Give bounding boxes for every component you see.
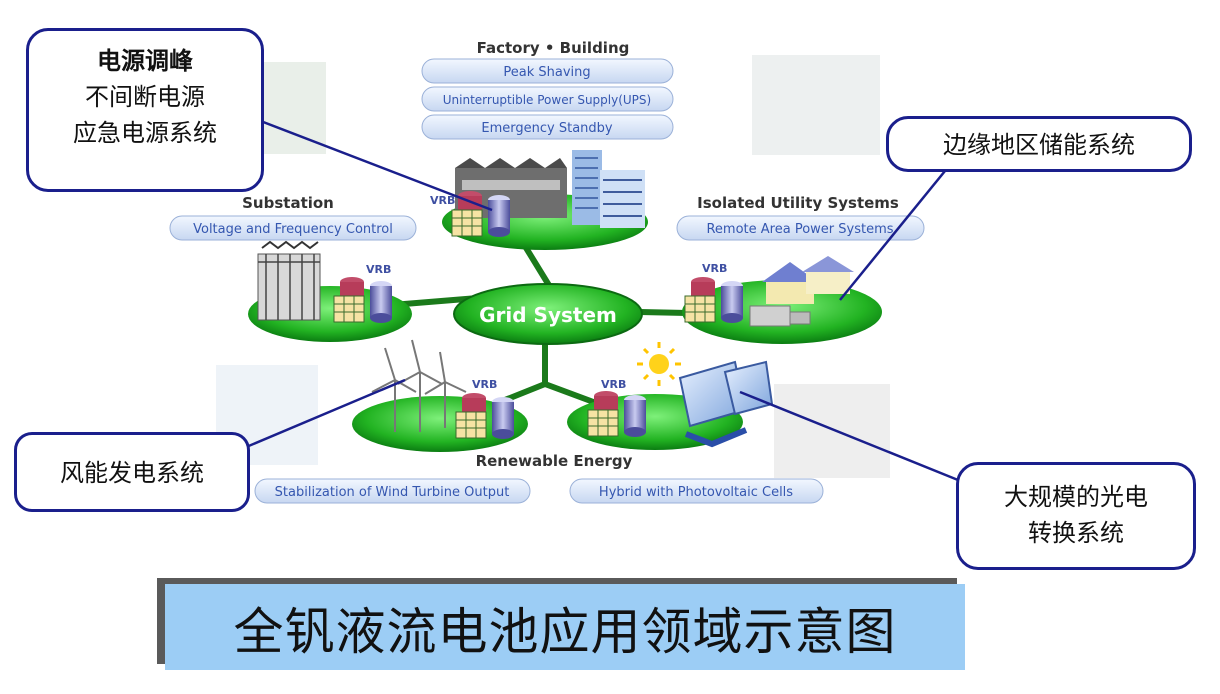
vrb-battery-icon-substation	[333, 276, 393, 324]
page-title: 全钒液流电池应用领域示意图	[233, 603, 897, 661]
grid-system-label: Grid System	[479, 303, 617, 327]
callout-top-left-line-3: 应急电源系统	[73, 119, 217, 147]
callout-top-left: 电源调峰 不间断电源 应急电源系统	[26, 28, 264, 192]
vrb-label-substation: VRB	[366, 263, 391, 276]
substation-transformer-icon	[257, 240, 321, 321]
background-photo-pv	[774, 384, 890, 478]
factory-items: Peak Shaving Uninterruptible Power Suppl…	[421, 58, 674, 140]
vrb-label-pv: VRB	[601, 378, 626, 391]
callout-pointers	[231, 118, 959, 482]
grid-system-node	[453, 283, 643, 345]
callout-top-right: 边缘地区储能系统	[886, 116, 1192, 172]
pv-item: Hybrid with Photovoltaic Cells	[599, 485, 793, 500]
isolated-heading: Isolated Utility Systems	[697, 194, 899, 212]
callout-top-left-line-1: 电源调峰	[97, 46, 193, 75]
vrb-battery-icon-isolated	[684, 276, 744, 324]
wind-item: Stabilization of Wind Turbine Output	[275, 485, 510, 500]
callout-bottom-left: 风能发电系统	[14, 432, 250, 512]
callout-top-right-text: 边缘地区储能系统	[943, 131, 1135, 159]
houses-icon	[749, 256, 854, 327]
factory-heading: Factory • Building	[477, 39, 630, 57]
pill-peak-shaving: Peak Shaving	[503, 65, 590, 80]
vrb-label-wind: VRB	[472, 378, 497, 391]
title-banner: 全钒液流电池应用领域示意图	[165, 584, 965, 670]
pv-pill	[569, 478, 824, 504]
pill-emergency-standby: Emergency Standby	[481, 121, 613, 136]
wind-pill	[254, 478, 531, 504]
callout-bottom-right: 大规模的光电 转换系统	[956, 462, 1196, 570]
factory-building-icon	[455, 150, 645, 228]
isolated-pill	[676, 215, 925, 241]
isolated-item: Remote Area Power Systems	[706, 222, 893, 237]
vrb-battery-icon-pv	[587, 390, 647, 438]
callout-top-left-line-2: 不间断电源	[85, 83, 205, 111]
pill-ups: Uninterruptible Power Supply(UPS)	[443, 93, 651, 107]
sun-icon	[637, 342, 681, 386]
vrb-label-factory: VRB	[430, 194, 455, 207]
callout-bottom-right-line-2: 转换系统	[1028, 519, 1124, 547]
vrb-battery-icon-wind	[455, 392, 515, 440]
background-photo-right	[752, 55, 880, 155]
substation-pill	[169, 215, 417, 241]
wind-turbine-icon	[371, 339, 467, 432]
substation-item: Voltage and Frequency Control	[193, 222, 393, 237]
callout-bottom-left-text: 风能发电系统	[60, 459, 204, 487]
callout-bottom-right-line-1: 大规模的光电	[1004, 483, 1148, 511]
substation-heading: Substation	[242, 194, 334, 212]
vrb-label-isolated: VRB	[702, 262, 727, 275]
renewable-heading: Renewable Energy	[476, 452, 633, 470]
